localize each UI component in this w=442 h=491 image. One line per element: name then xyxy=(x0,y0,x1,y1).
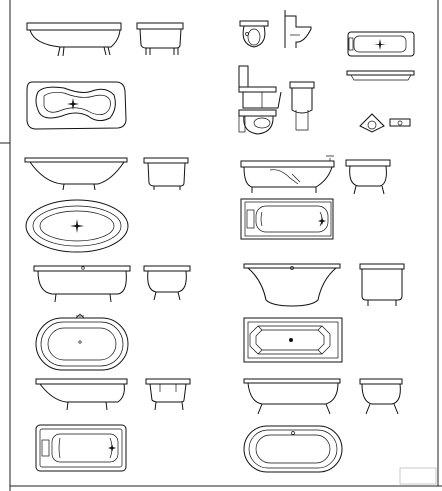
toilet-side xyxy=(284,10,312,48)
rect-bath-plan xyxy=(240,198,334,240)
slipper-bath-elevation xyxy=(35,378,128,411)
toilet-cistern-elevations xyxy=(238,65,315,135)
pedestal-bath-side xyxy=(143,265,191,301)
slipper-bath-side xyxy=(145,378,191,411)
oval-bath-plan xyxy=(25,199,129,253)
whirlpool-bath-elevation xyxy=(143,157,189,190)
clawfoot-bath-side xyxy=(345,159,391,195)
freestanding-bath-side-2 xyxy=(359,378,403,415)
corner-bath-elevation-front xyxy=(26,22,122,57)
clawfoot-bath-elevation xyxy=(240,155,335,193)
freestanding-bath-side xyxy=(359,263,405,306)
corner-basin-plan xyxy=(359,113,411,133)
freestanding-bath-plan xyxy=(243,425,343,473)
oval-bath-elevation xyxy=(24,157,128,191)
watermark-box xyxy=(399,467,437,485)
corner-bath-elevation-side xyxy=(136,22,184,55)
toilet-plan xyxy=(239,20,269,48)
freeform-bath-plan xyxy=(26,81,127,130)
whirlpool-bath-plan xyxy=(35,313,129,371)
hand-shower-bath-plan xyxy=(35,424,127,472)
pedestal-bath-elevation xyxy=(33,265,131,303)
freestanding-bath-elevation xyxy=(243,263,341,307)
rect-inset-bath-plan xyxy=(243,317,343,363)
shelf-elevation xyxy=(346,70,415,81)
bathtub-plan-small xyxy=(347,31,415,57)
freestanding-bath-elevation-2 xyxy=(243,378,341,415)
